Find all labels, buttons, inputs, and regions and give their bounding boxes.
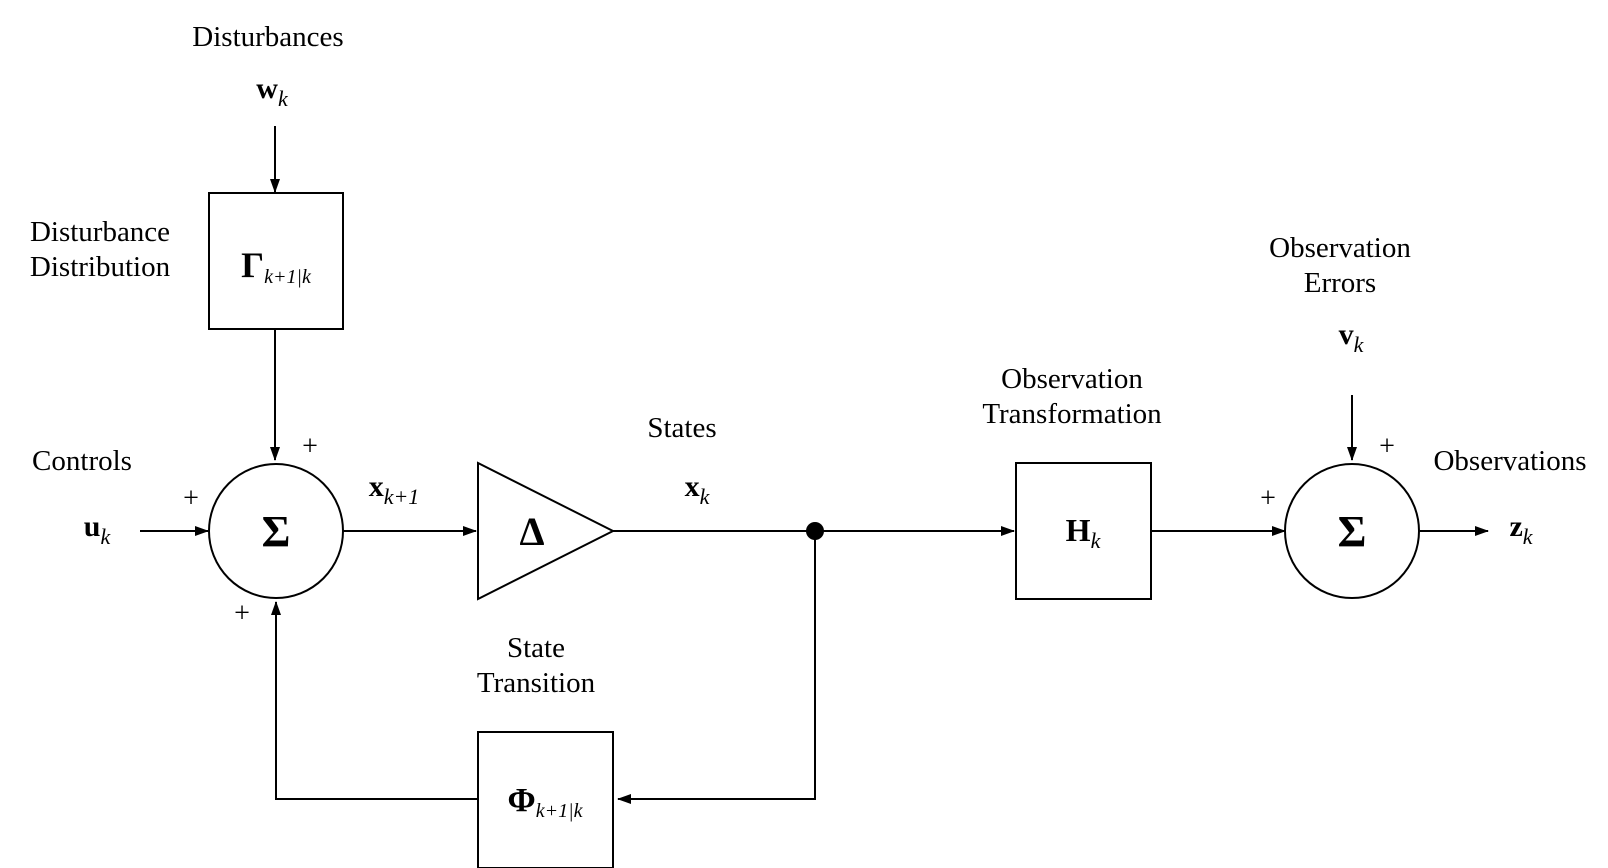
plus-sign: + — [1260, 483, 1276, 514]
branch-point — [806, 522, 824, 540]
plus-sign: + — [302, 431, 318, 462]
state-transition-label: Transition — [477, 667, 596, 699]
observation-transformation-label: Observation — [1001, 363, 1143, 395]
phi-to-summer-wire — [271, 601, 478, 800]
x-k-symbol: xk — [685, 470, 711, 509]
z-k-symbol: zk — [1509, 510, 1533, 549]
v-k-symbol: vk — [1339, 318, 1365, 357]
observation-transformation-block: Hk — [1015, 462, 1152, 600]
disturbance-distribution-label: Distribution — [30, 251, 171, 283]
observation-errors-label: Errors — [1304, 267, 1376, 299]
observation-transformation-label: Transformation — [982, 398, 1162, 430]
svg-text:Γk+1|k: Γk+1|k — [241, 245, 312, 288]
u-k-symbol: uk — [84, 510, 112, 549]
plus-sign: + — [234, 598, 250, 629]
observation-errors-label: Observation — [1269, 232, 1411, 264]
disturbances-label: Disturbances — [192, 21, 343, 53]
state-summing-junction: Σ — [208, 463, 344, 599]
states-label: States — [647, 412, 716, 444]
w-k-symbol: wk — [256, 72, 289, 111]
disturbance-distribution-block: Γk+1|k — [208, 192, 344, 330]
svg-text:Σ: Σ — [1338, 507, 1367, 556]
controls-label: Controls — [32, 445, 132, 477]
disturbance-distribution-label: Disturbance — [30, 216, 170, 248]
plus-sign: + — [183, 483, 199, 514]
svg-text:Φk+1|k: Φk+1|k — [508, 782, 584, 822]
state-transition-label: State — [507, 632, 565, 664]
observations-label: Observations — [1433, 445, 1586, 477]
x-k-plus-1-symbol: xk+1 — [369, 470, 420, 509]
state-transition-block: Φk+1|k — [477, 731, 614, 868]
svg-text:Δ: Δ — [519, 509, 544, 554]
svg-text:Hk: Hk — [1066, 512, 1102, 553]
observation-summing-junction: Σ — [1284, 463, 1420, 599]
state-feedback-wire — [617, 531, 816, 804]
svg-text:Σ: Σ — [262, 507, 291, 556]
unit-delay-block: Δ — [477, 461, 616, 601]
plus-sign: + — [1379, 431, 1395, 462]
